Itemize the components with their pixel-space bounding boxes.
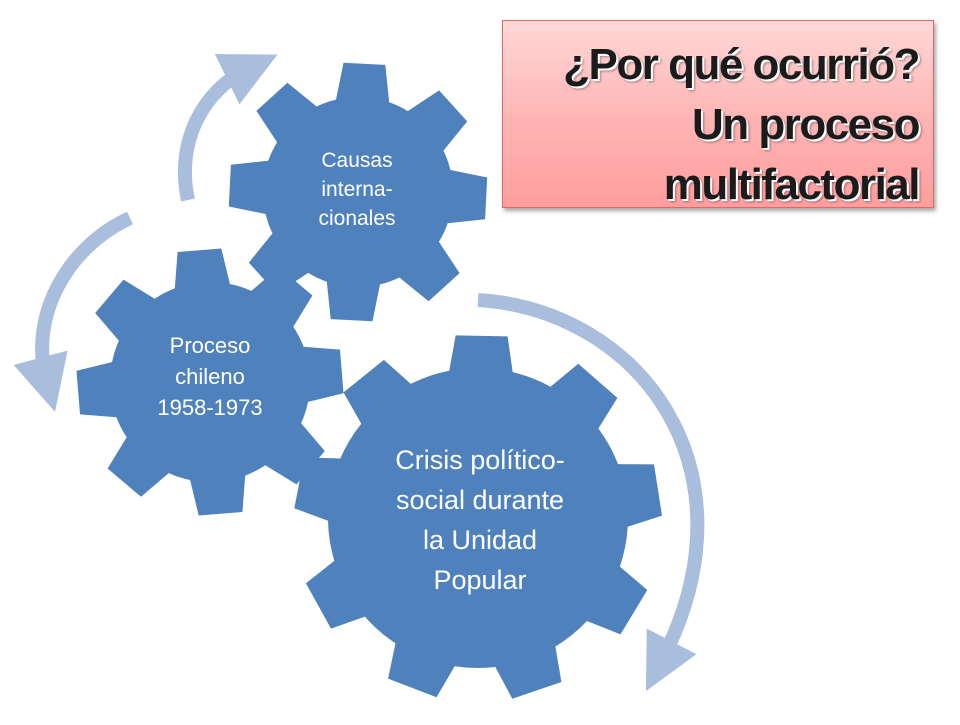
gear-label-crisis: Crisis político- social durante la Unida… (395, 445, 565, 595)
title-box: ¿Por qué ocurrió? Un proceso multifactor… (502, 20, 934, 209)
title-line-3: multifactorial (663, 160, 921, 209)
slide-title: ¿Por qué ocurrió? Un proceso multifactor… (563, 35, 921, 215)
gears-group (76, 62, 662, 699)
gear-label-causas: Causas interna- cionales (318, 148, 396, 230)
arrow-to-crisis (477, 293, 705, 692)
gear-causas (228, 62, 488, 322)
title-line-1: ¿Por qué ocurrió? (563, 40, 920, 89)
cycle-arrows (13, 54, 705, 692)
title-line-2: Un proceso (691, 100, 921, 149)
gear-crisis (294, 335, 662, 699)
arrow-to-proceso (13, 211, 134, 412)
arrow-to-causas (177, 54, 278, 202)
gear-proceso (76, 248, 344, 516)
gear-label-proceso: Proceso chileno 1958-1973 (157, 332, 263, 420)
